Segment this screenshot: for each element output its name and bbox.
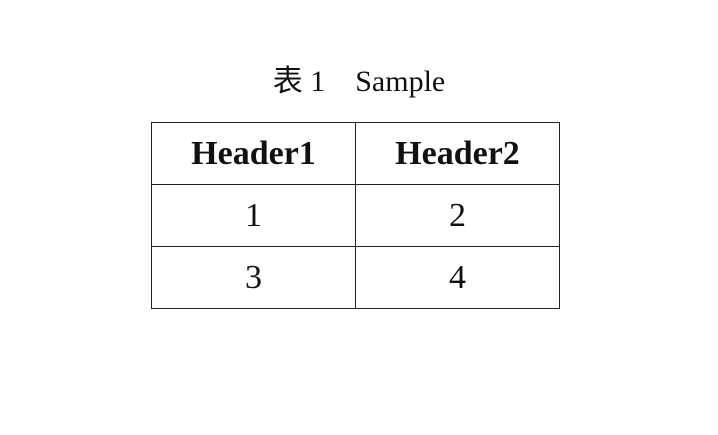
table-cell: 3 bbox=[151, 246, 356, 309]
table-caption: 表 1 Sample bbox=[0, 60, 718, 104]
header-cell-2: Header2 bbox=[355, 122, 560, 185]
caption-label: 表 1 bbox=[272, 65, 326, 98]
table-cell: 1 bbox=[151, 184, 356, 247]
table-cell: 4 bbox=[355, 246, 560, 309]
table-row: 1 2 bbox=[151, 184, 560, 247]
header-row: Header1 Header2 bbox=[151, 122, 560, 185]
table-row: 3 4 bbox=[151, 246, 560, 309]
caption-title: Sample bbox=[355, 65, 446, 98]
data-table: Header1 Header2 1 2 3 4 bbox=[151, 122, 560, 309]
header-cell-1: Header1 bbox=[151, 122, 356, 185]
table-cell: 2 bbox=[355, 184, 560, 247]
